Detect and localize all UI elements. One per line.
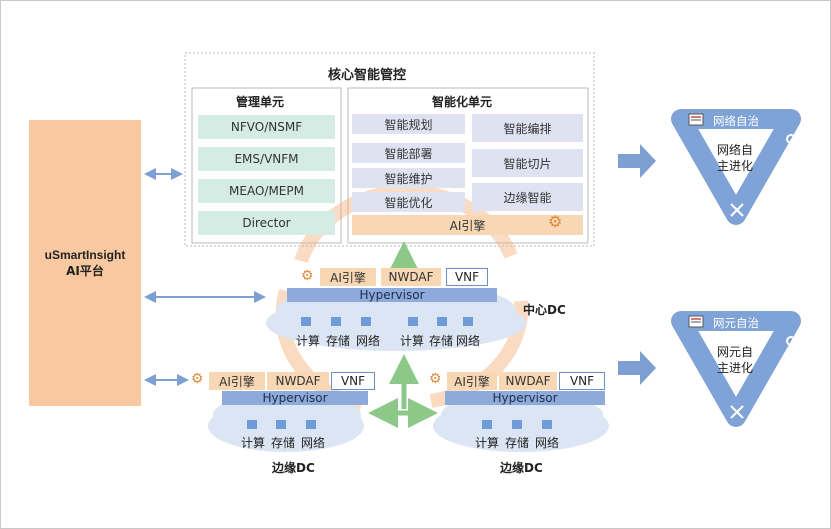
edge-right-res-compute: 计算 (475, 436, 500, 450)
element-cycle-center-1: 网元自 (717, 345, 754, 359)
arrow-to-element-cycle (618, 351, 656, 385)
search-icon (786, 134, 799, 349)
server-block-icon (482, 420, 492, 429)
network-cycle-ring (671, 109, 801, 225)
network-cycle-top: 网络自治 (713, 114, 759, 128)
edge-right-res-network: 网络 (535, 436, 560, 450)
server-block-icon (331, 317, 341, 326)
server-block-icon (361, 317, 371, 326)
core-ai-engine: AI引擎 (352, 215, 583, 235)
center-res-network: 网络 (356, 334, 381, 348)
ai-platform-box: uSmartInsight AI平台 (29, 120, 141, 406)
edge-right-res-storage: 存储 (505, 436, 530, 450)
edge-left-res-storage: 存储 (271, 436, 296, 450)
tools-icon (730, 203, 744, 419)
server-block-icon (306, 420, 316, 429)
edge-left-dc-label: 边缘DC (272, 461, 315, 475)
core-ai-engine-label: AI引擎 (449, 218, 486, 233)
edge-right-hypervisor: Hypervisor (445, 391, 605, 405)
center-dc-label: 中心DC (523, 303, 566, 317)
intel-item-planning: 智能规划 (352, 114, 465, 134)
mgmt-item-director: Director (198, 211, 335, 235)
edge-right-ai-engine: AI引擎 (447, 372, 497, 390)
intel-item-maintain: 智能维护 (352, 168, 465, 188)
intel-item-edge: 边缘智能 (472, 183, 583, 211)
server-block-icon (301, 317, 311, 326)
center-hypervisor: Hypervisor (287, 288, 497, 302)
edge-left-res-network: 网络 (301, 436, 326, 450)
edge-left-vnf: VNF (331, 372, 375, 390)
center-vnf: VNF (446, 268, 488, 286)
server-block-icon (247, 420, 257, 429)
mgmt-title: 管理单元 (236, 95, 285, 109)
intel-item-optimize: 智能优化 (352, 192, 465, 212)
edge-left-res-compute: 计算 (241, 436, 266, 450)
edge-left-ai-engine: AI引擎 (209, 372, 265, 390)
server-block-icon (437, 317, 447, 326)
edge-left-nwdaf: NWDAF (267, 372, 329, 390)
intel-item-slicing: 智能切片 (472, 149, 583, 177)
center-ai-engine: AI引擎 (320, 268, 376, 286)
intel-title: 智能化单元 (432, 95, 493, 109)
intel-item-deploy: 智能部署 (352, 143, 465, 163)
center-res-compute: 计算 (296, 334, 321, 348)
element-cycle-center-2: 主进化 (717, 361, 754, 375)
network-cycle-center-2: 主进化 (717, 159, 754, 173)
element-cycle-ring (671, 311, 801, 427)
mgmt-item-meao: MEAO/MEPM (198, 179, 335, 203)
network-cycle-center-1: 网络自 (717, 143, 754, 157)
center-res-storage: 存储 (326, 334, 351, 348)
edge-right-dc-label: 边缘DC (500, 461, 543, 475)
server-block-icon (542, 420, 552, 429)
arrow-to-network-cycle (618, 144, 656, 178)
doc-icon (688, 315, 704, 328)
server-block-icon (463, 317, 473, 326)
doc-icon (688, 113, 704, 126)
mgmt-item-ems: EMS/VNFM (198, 147, 335, 171)
server-block-icon (276, 420, 286, 429)
platform-name: uSmartInsight (44, 247, 126, 262)
edge-right-nwdaf: NWDAF (499, 372, 557, 390)
intel-item-orchestrate: 智能编排 (472, 114, 583, 142)
center-res-compute-b: 计算 (400, 334, 425, 348)
edge-right-vnf: VNF (559, 372, 605, 390)
gear-head-icon: ⚙ (548, 214, 563, 231)
edge-left-hypervisor: Hypervisor (222, 391, 368, 405)
gear-head-icon: ⚙ (429, 370, 442, 386)
gear-head-icon: ⚙ (301, 267, 314, 283)
mgmt-item-nfvo: NFVO/NSMF (198, 115, 335, 139)
center-res-storage-b: 存储 (429, 334, 454, 348)
center-res-network-b: 网络 (456, 334, 481, 348)
element-cycle-top: 网元自治 (713, 316, 759, 330)
center-nwdaf: NWDAF (381, 268, 441, 286)
core-title: 核心智能管控 (328, 68, 407, 83)
platform-subtitle: AI平台 (66, 263, 104, 278)
server-block-icon (408, 317, 418, 326)
gear-head-icon: ⚙ (191, 370, 204, 386)
server-block-icon (512, 420, 522, 429)
cloud-edge-left (208, 399, 364, 452)
